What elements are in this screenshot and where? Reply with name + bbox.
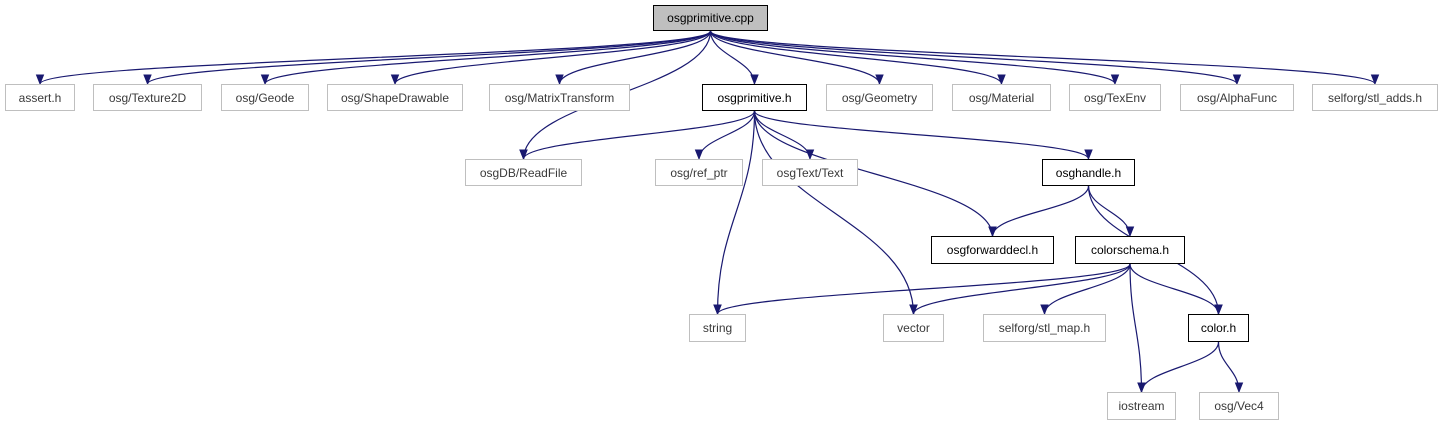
edge-osgprimitive-h-to-string bbox=[713, 110, 756, 316]
edge-osgprimitive-cpp-to-osgprimitive-h bbox=[709, 30, 759, 86]
edge-osgprimitive-cpp-to-osg-geometry bbox=[709, 30, 884, 86]
node-osgforwarddecl-h[interactable]: osgforwarddecl.h bbox=[931, 236, 1054, 264]
edge-osghandle-h-to-osgforwarddecl-h bbox=[988, 185, 1090, 238]
node-osg-vec4[interactable]: osg/Vec4 bbox=[1199, 392, 1279, 420]
node-colorschema-h[interactable]: colorschema.h bbox=[1075, 236, 1185, 264]
edge-color-h-to-iostream bbox=[1137, 341, 1220, 394]
edge-osgprimitive-cpp-to-osg-alphafunc bbox=[709, 30, 1242, 86]
edge-osgprimitive-cpp-to-assert-h bbox=[35, 30, 712, 86]
edge-osgprimitive-cpp-to-osg-texture2d bbox=[143, 30, 712, 86]
node-assert-h[interactable]: assert.h bbox=[5, 84, 75, 111]
node-osg-texenv[interactable]: osg/TexEnv bbox=[1069, 84, 1161, 111]
edge-osgprimitive-cpp-to-selforg-stl-adds bbox=[709, 30, 1380, 86]
node-osgprimitive-h[interactable]: osgprimitive.h bbox=[702, 84, 807, 111]
edge-osgprimitive-cpp-to-osg-material bbox=[709, 30, 1006, 86]
node-osg-geometry[interactable]: osg/Geometry bbox=[826, 84, 933, 111]
edge-colorschema-h-to-vector bbox=[909, 263, 1131, 316]
node-osg-geode[interactable]: osg/Geode bbox=[221, 84, 309, 111]
edge-colorschema-h-to-iostream bbox=[1129, 263, 1146, 394]
edge-colorschema-h-to-string bbox=[713, 263, 1131, 316]
edge-osgprimitive-cpp-to-osg-shapedrawable bbox=[390, 30, 712, 86]
edge-osgprimitive-cpp-to-osg-texenv bbox=[709, 30, 1120, 86]
edge-osgprimitive-h-to-osgdb-readfile bbox=[519, 110, 756, 161]
edge-osgprimitive-cpp-to-osg-matrixtransform bbox=[555, 30, 712, 86]
edge-osgprimitive-h-to-osghandle-h bbox=[753, 110, 1093, 161]
node-osg-material[interactable]: osg/Material bbox=[952, 84, 1051, 111]
edge-colorschema-h-to-selforg-stl-map bbox=[1040, 263, 1131, 316]
node-iostream[interactable]: iostream bbox=[1107, 392, 1176, 420]
node-osgdb-readfile[interactable]: osgDB/ReadFile bbox=[465, 159, 582, 186]
node-osg-alphafunc[interactable]: osg/AlphaFunc bbox=[1180, 84, 1294, 111]
edge-osgprimitive-h-to-osg-ref-ptr bbox=[694, 110, 756, 161]
node-osgtext-text[interactable]: osgText/Text bbox=[762, 159, 858, 186]
node-osg-texture2d[interactable]: osg/Texture2D bbox=[93, 84, 202, 111]
edge-osghandle-h-to-colorschema-h bbox=[1087, 185, 1135, 238]
node-osg-shapedrawable[interactable]: osg/ShapeDrawable bbox=[327, 84, 463, 111]
edge-osgprimitive-h-to-osgtext-text bbox=[753, 110, 815, 161]
edge-color-h-to-osg-vec4 bbox=[1217, 341, 1244, 394]
edge-colorschema-h-to-color-h bbox=[1129, 263, 1223, 316]
edge-osgprimitive-cpp-to-osg-geode bbox=[260, 30, 712, 86]
node-selforg-stl-map[interactable]: selforg/stl_map.h bbox=[983, 314, 1106, 342]
node-string[interactable]: string bbox=[689, 314, 746, 342]
node-color-h[interactable]: color.h bbox=[1188, 314, 1249, 342]
node-osghandle-h[interactable]: osghandle.h bbox=[1042, 159, 1135, 186]
node-osg-ref-ptr[interactable]: osg/ref_ptr bbox=[655, 159, 743, 186]
node-selforg-stl-adds[interactable]: selforg/stl_adds.h bbox=[1312, 84, 1438, 111]
node-osg-matrixtransform[interactable]: osg/MatrixTransform bbox=[489, 84, 630, 111]
edge-osgprimitive-h-to-vector bbox=[753, 110, 918, 316]
node-vector[interactable]: vector bbox=[883, 314, 944, 342]
node-osgprimitive-cpp[interactable]: osgprimitive.cpp bbox=[653, 5, 768, 31]
edge-osgprimitive-h-to-osgforwarddecl-h bbox=[753, 110, 997, 238]
